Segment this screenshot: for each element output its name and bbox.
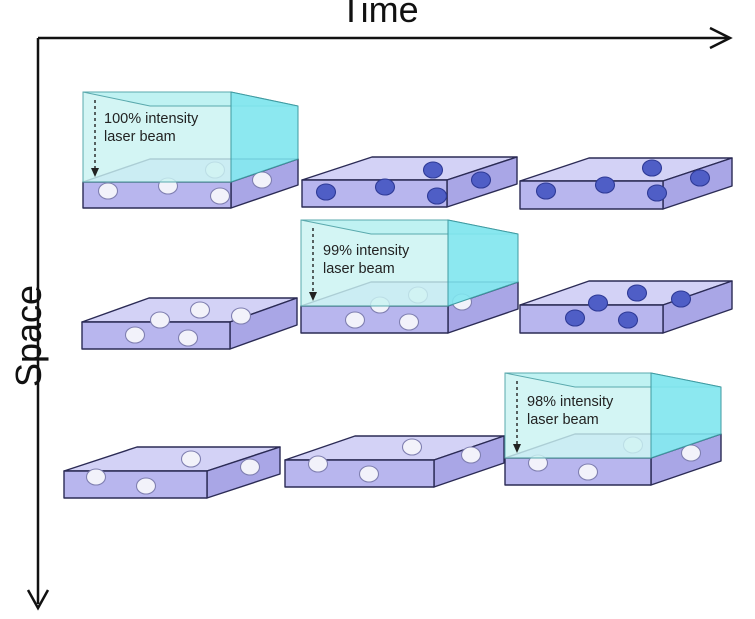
- dark-molecule-dot: [626, 284, 648, 302]
- slab-row1-col3: [519, 157, 733, 210]
- light-molecule-dot: [251, 171, 273, 189]
- laser-beam-front-face: [82, 91, 232, 183]
- laser-beam-side-face: [650, 372, 722, 459]
- slab-row3-col1: [63, 446, 281, 499]
- laser-beam-side-face: [230, 91, 299, 183]
- dark-molecule-dot: [426, 187, 448, 205]
- slab-row3-col2: [284, 435, 505, 488]
- laser-beam-side-face: [447, 219, 519, 307]
- light-molecule-dot: [230, 307, 252, 325]
- space-axis-label: Space: [8, 284, 49, 388]
- dark-molecule-dot: [617, 311, 639, 329]
- beam-label-2-line1: 99% intensity: [323, 243, 410, 259]
- beam-label-1-line1: 100% intensity: [104, 111, 199, 127]
- laser-beam-1: [82, 91, 299, 183]
- dark-molecule-dot: [646, 184, 668, 202]
- laser-beam-3: [504, 372, 722, 459]
- light-molecule-dot: [124, 326, 146, 344]
- beam-label-3-line2: laser beam: [527, 412, 599, 428]
- light-molecule-dot: [189, 301, 211, 319]
- dark-molecule-dot: [315, 183, 337, 201]
- light-molecule-dot: [358, 465, 380, 483]
- dark-molecule-dot: [535, 182, 557, 200]
- light-molecule-dot: [460, 446, 482, 464]
- slab-row1-col2: [301, 156, 518, 208]
- light-molecule-dot: [177, 329, 199, 347]
- slab-row3-col3: [504, 372, 722, 486]
- axes: [26, 26, 733, 611]
- slab-row1-col1: [82, 91, 299, 209]
- light-molecule-dot: [307, 455, 329, 473]
- dark-molecule-dot: [422, 161, 444, 179]
- dark-molecule-dot: [374, 178, 396, 196]
- dark-molecule-dot: [470, 171, 492, 189]
- space-axis-arrowhead: [26, 589, 50, 611]
- dark-molecule-dot: [594, 176, 616, 194]
- slab-row2-col3: [519, 280, 733, 334]
- light-molecule-dot: [85, 468, 107, 486]
- beam-label-1: 100% intensity laser beam: [104, 110, 198, 146]
- light-molecule-dot: [180, 450, 202, 468]
- light-molecule-dot: [398, 313, 420, 331]
- time-axis-arrowhead: [709, 26, 733, 50]
- dark-molecule-dot: [587, 294, 609, 312]
- laser-direction-arrowhead: [513, 444, 521, 453]
- time-axis-label: Time: [340, 0, 419, 30]
- slab-row2-col2: [300, 219, 519, 334]
- light-molecule-dot: [401, 438, 423, 456]
- light-molecule-dot: [239, 458, 261, 476]
- dark-molecule-dot: [641, 159, 663, 177]
- slab-row2-col1: [81, 297, 298, 350]
- beam-label-2: 99% intensity laser beam: [323, 242, 409, 278]
- light-molecule-dot: [577, 463, 599, 481]
- laser-direction-arrowhead: [91, 168, 99, 177]
- light-molecule-dot: [344, 311, 366, 329]
- light-molecule-dot: [97, 182, 119, 200]
- laser-beam-2: [300, 219, 519, 307]
- light-molecule-dot: [149, 311, 171, 329]
- slab-front-face: [63, 470, 208, 499]
- laser-direction-arrowhead: [309, 292, 317, 301]
- dark-molecule-dot: [564, 309, 586, 327]
- slab-grid: [63, 91, 733, 499]
- beam-label-3: 98% intensity laser beam: [527, 393, 613, 429]
- beam-label-1-line2: laser beam: [104, 129, 176, 145]
- light-molecule-dot: [209, 187, 231, 205]
- dark-molecule-dot: [670, 290, 692, 308]
- beam-label-2-line2: laser beam: [323, 261, 395, 277]
- light-molecule-dot: [135, 477, 157, 495]
- light-molecule-dot: [680, 444, 702, 462]
- beam-label-3-line1: 98% intensity: [527, 394, 614, 410]
- dark-molecule-dot: [689, 169, 711, 187]
